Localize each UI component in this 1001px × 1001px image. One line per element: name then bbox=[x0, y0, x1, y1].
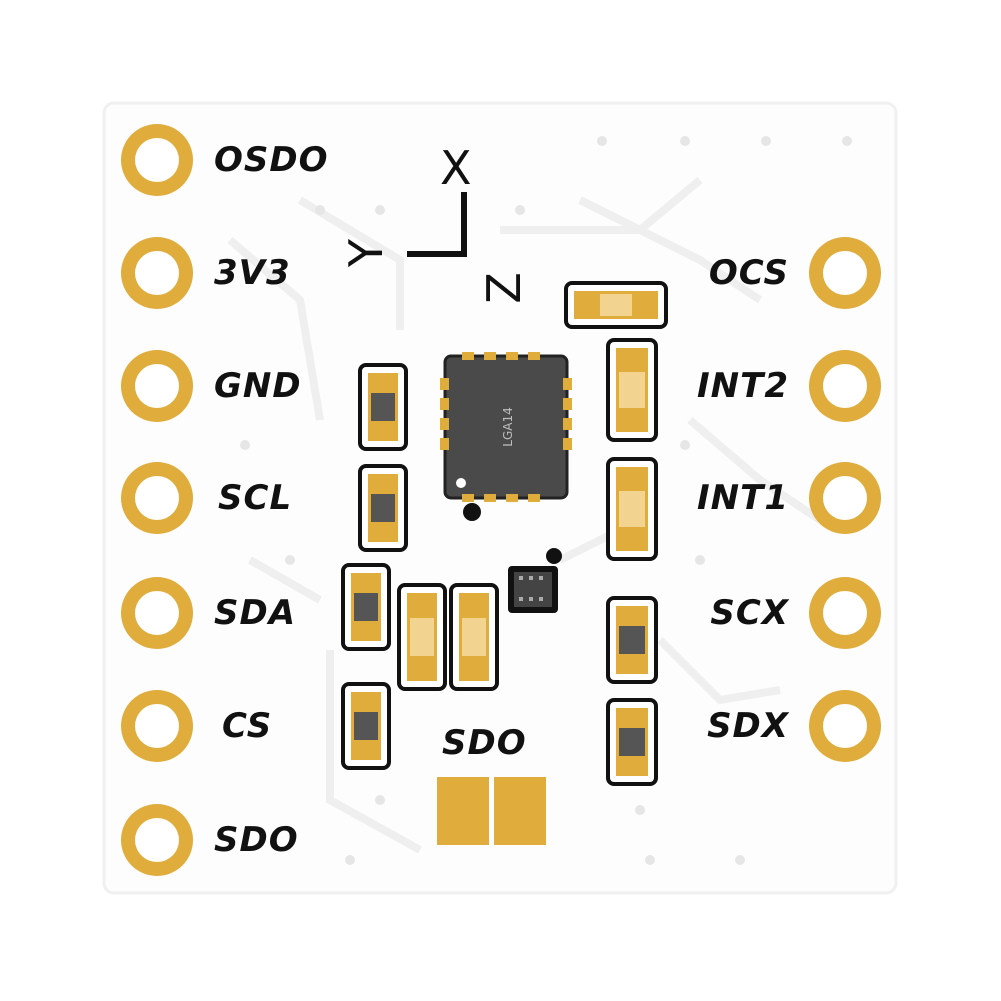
pin-label-sdx: SDX bbox=[707, 706, 789, 746]
pin-label-int1: INT1 bbox=[697, 478, 789, 518]
pin-label-int2: INT2 bbox=[697, 366, 789, 406]
pin-label-osdo: OSDO bbox=[214, 140, 329, 180]
resistor-r3 bbox=[341, 563, 391, 651]
pin-label-ocs: OCS bbox=[708, 253, 789, 293]
pin-label-gnd: GND bbox=[214, 366, 302, 406]
resistor-r5 bbox=[606, 596, 658, 684]
lga14-chip bbox=[440, 352, 572, 502]
axis-x-label: X bbox=[440, 141, 472, 195]
pad-cs bbox=[121, 690, 193, 762]
sdo-jumper-pads bbox=[437, 777, 546, 845]
capacitor-c1 bbox=[397, 583, 447, 691]
jumper-label-sdo: SDO bbox=[442, 723, 527, 763]
pin-label-cs: CS bbox=[222, 706, 273, 746]
resistor-r2 bbox=[358, 464, 408, 552]
pad-scl bbox=[121, 462, 193, 534]
pad-gnd bbox=[121, 350, 193, 422]
capacitor-c5 bbox=[564, 281, 668, 329]
pad-osdo bbox=[121, 124, 193, 196]
pad-scx bbox=[809, 577, 881, 649]
small-chip bbox=[508, 566, 558, 613]
pin-label-sdo: SDO bbox=[214, 820, 299, 860]
pad-int2 bbox=[809, 350, 881, 422]
small-chip-marker bbox=[546, 548, 562, 564]
resistor-r1 bbox=[358, 363, 408, 451]
pin1-marker bbox=[463, 503, 481, 521]
pad-sda bbox=[121, 577, 193, 649]
passive-components bbox=[341, 281, 668, 786]
capacitor-c2 bbox=[449, 583, 499, 691]
capacitor-c4 bbox=[606, 457, 658, 561]
pad-3v3 bbox=[121, 237, 193, 309]
pad-ocs bbox=[809, 237, 881, 309]
pad-int1 bbox=[809, 462, 881, 534]
capacitor-c3 bbox=[606, 338, 658, 442]
pin-label-scx: SCX bbox=[710, 593, 789, 633]
resistor-r6 bbox=[606, 698, 658, 786]
left-pin-pads bbox=[121, 124, 193, 876]
pin-label-scl: SCL bbox=[218, 478, 293, 518]
pin-label-3v3: 3V3 bbox=[214, 253, 291, 293]
pad-sdx bbox=[809, 690, 881, 762]
pin-label-sda: SDA bbox=[214, 593, 297, 633]
pcb-vias bbox=[240, 136, 852, 865]
axis-indicator bbox=[407, 192, 467, 257]
axis-y-label: Y bbox=[339, 238, 394, 268]
axis-z-label: Z bbox=[476, 272, 531, 304]
pad-sdo bbox=[121, 804, 193, 876]
chip-marking: LGA14 bbox=[501, 407, 515, 447]
resistor-r4 bbox=[341, 682, 391, 770]
right-pin-pads bbox=[809, 237, 881, 762]
pcb-traces bbox=[227, 176, 823, 854]
